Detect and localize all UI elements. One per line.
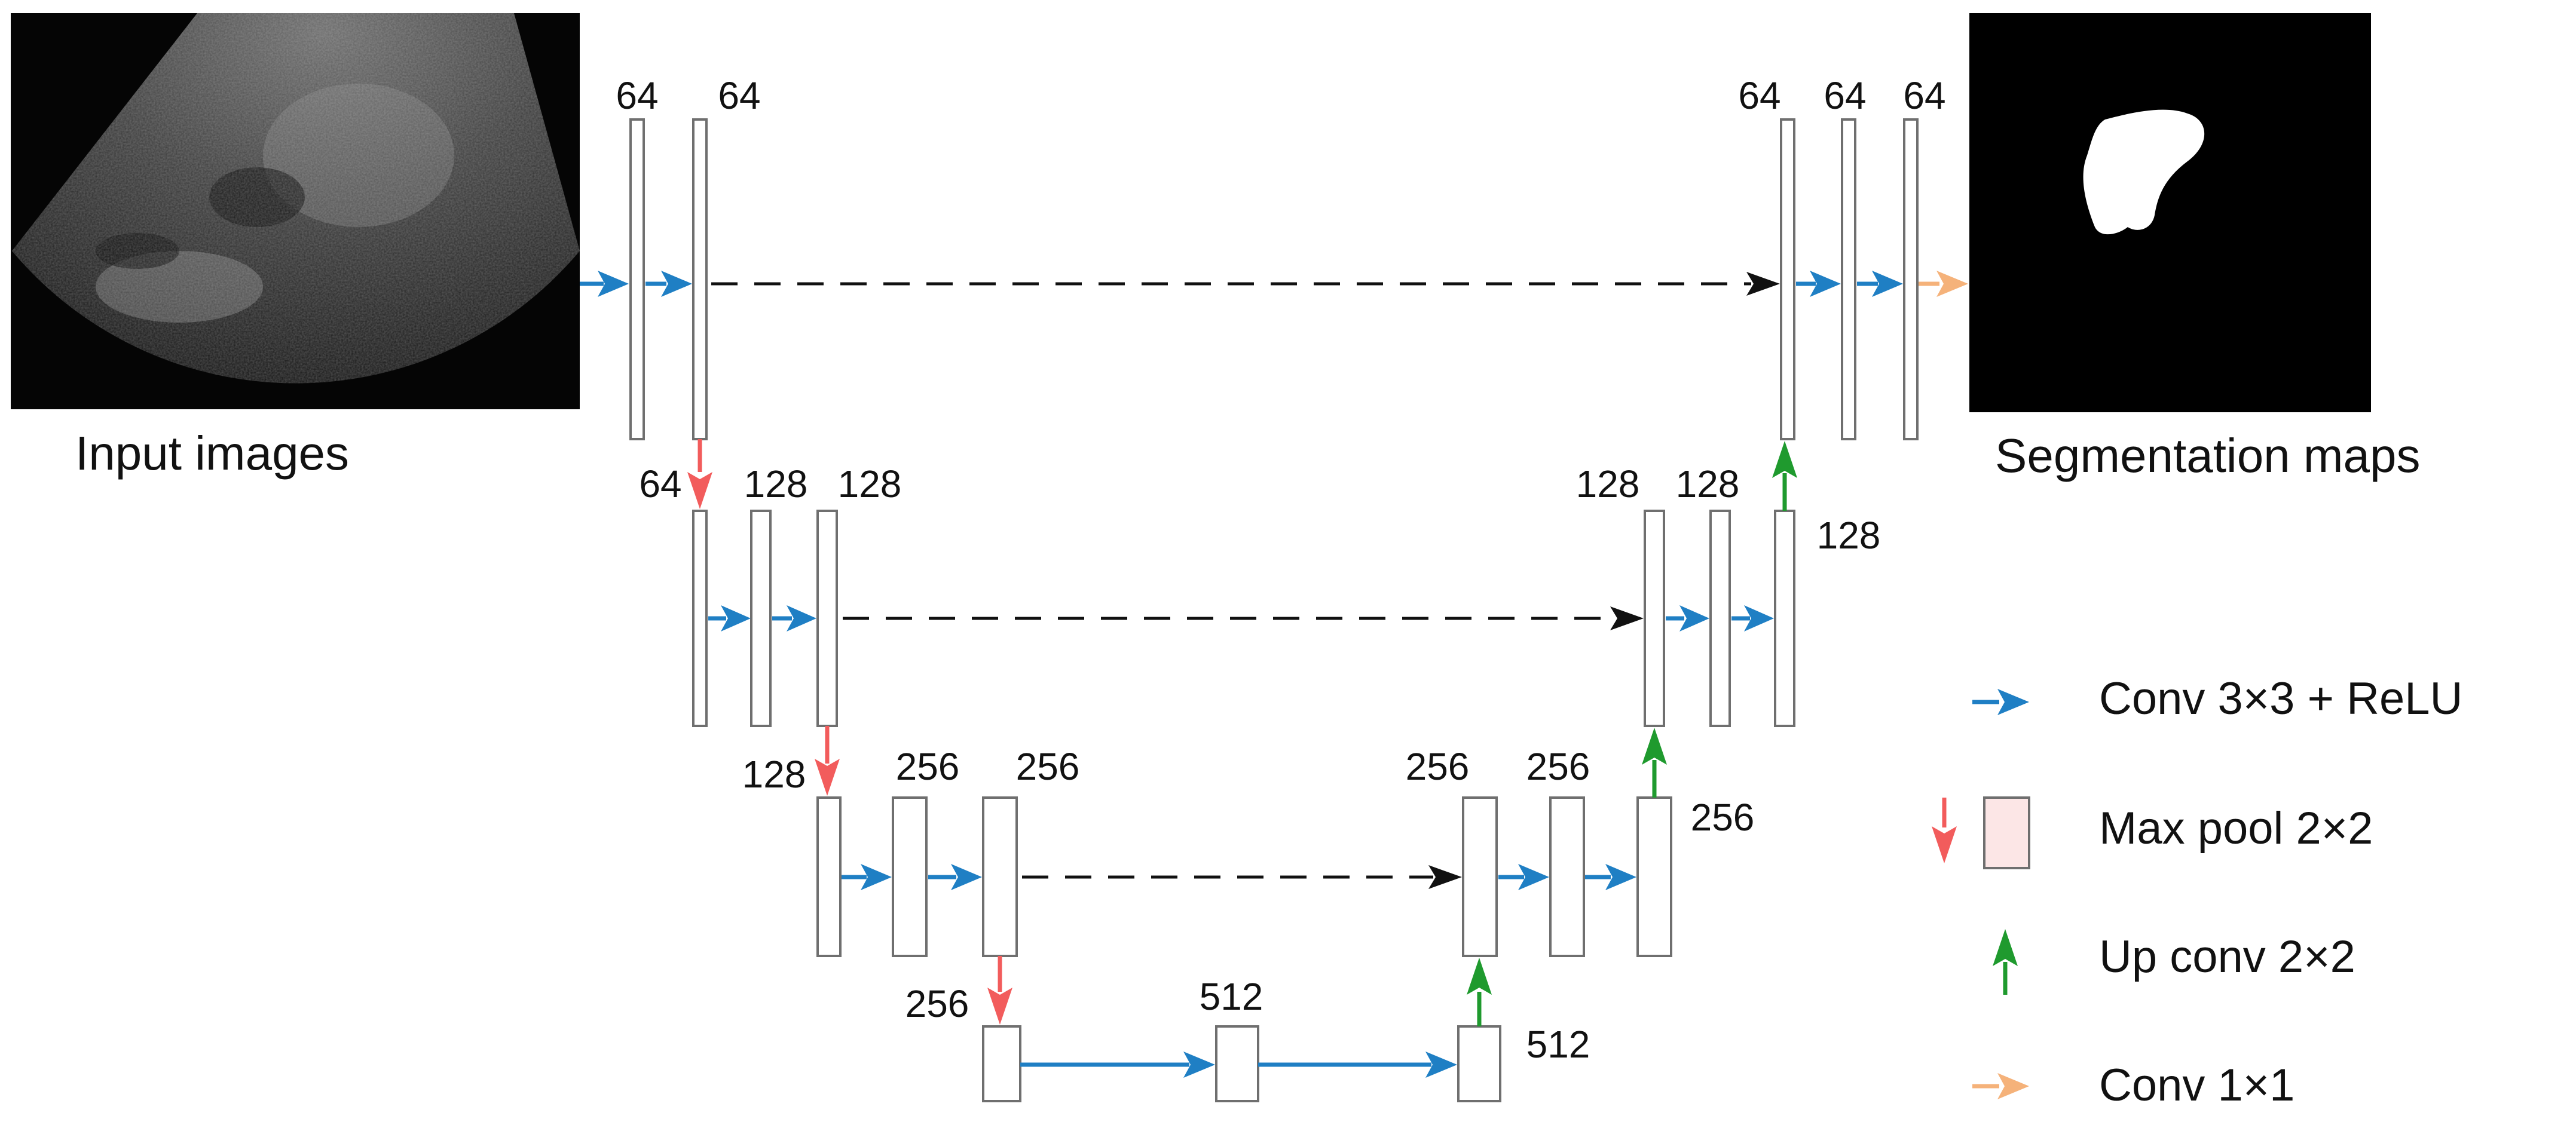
- legend-conv-label: Conv 3×3 + ReLU: [2099, 673, 2462, 724]
- feature-map-bott-in: [982, 1025, 1021, 1102]
- feature-map-enc2-a: [750, 510, 772, 727]
- legend-conv1x1-arrow-icon: [1972, 1073, 2029, 1099]
- label-dec2-b: 128: [1817, 514, 1881, 557]
- skip-arrowheads: [1428, 272, 1780, 889]
- label-enc3-a: 256: [896, 745, 960, 788]
- label-enc2-in: 64: [639, 462, 681, 505]
- legend-upconv-arrow-icon: [1993, 929, 2018, 995]
- label-enc2-b: 128: [838, 462, 902, 505]
- feature-map-dec3-a: [1549, 796, 1585, 957]
- label-enc3-in: 128: [742, 753, 806, 796]
- feature-map-dec1-b: [1903, 118, 1919, 440]
- label-enc1-a: 64: [616, 74, 658, 117]
- feature-map-dec1-a: [1841, 118, 1856, 440]
- label-dec2-in: 128: [1576, 462, 1640, 505]
- label-enc1-b: 64: [718, 74, 760, 117]
- feature-map-dec2-a: [1709, 510, 1731, 727]
- feature-map-enc3-in: [816, 796, 842, 957]
- label-dec1-b: 64: [1824, 74, 1866, 117]
- legend-conv-arrow-icon: [1972, 689, 2029, 715]
- label-dec3-in: 256: [1406, 745, 1470, 788]
- label-enc2-a: 128: [744, 462, 808, 505]
- feature-map-enc3-a: [892, 796, 928, 957]
- feature-map-dec1-in: [1780, 118, 1795, 440]
- channel-labels: 64 64 64 128 128 128 256 256 256 512 512…: [616, 74, 1945, 1066]
- legend-conv1x1-label: Conv 1×1: [2099, 1060, 2294, 1111]
- feature-map-bott-mid: [1215, 1025, 1259, 1102]
- feature-map-dec3-b: [1636, 796, 1672, 957]
- label-dec3-b: 256: [1691, 796, 1755, 839]
- upconv-arrows: [1467, 441, 1797, 1026]
- conv-arrows: [580, 271, 1903, 1078]
- output-segmentation-map: [1969, 13, 2371, 412]
- feature-map-enc1-b: [692, 118, 708, 440]
- output-caption: Segmentation maps: [1995, 429, 2421, 482]
- feature-map-dec2-in: [1644, 510, 1665, 727]
- input-image: [11, 13, 580, 409]
- label-dec1-c: 64: [1903, 74, 1945, 117]
- legend: Conv 3×3 + ReLU Max pool 2×2 Up conv 2×2…: [1932, 673, 2462, 1111]
- label-bott-in: 256: [905, 982, 969, 1025]
- feature-map-dec3-in: [1462, 796, 1498, 957]
- label-dec1-a: 64: [1738, 74, 1780, 117]
- feature-map-dec2-b: [1774, 510, 1795, 727]
- feature-map-enc1-a: [629, 118, 645, 440]
- label-dec3-a: 256: [1526, 745, 1590, 788]
- conv1x1-arrow: [1919, 271, 1968, 297]
- feature-map-enc2-in: [692, 510, 708, 727]
- input-caption: Input images: [75, 427, 349, 480]
- legend-upconv-label: Up conv 2×2: [2099, 931, 2355, 982]
- maxpool-arrows: [687, 439, 1012, 1025]
- legend-maxpool-label: Max pool 2×2: [2099, 803, 2373, 854]
- legend-maxpool-box-icon: [1983, 796, 2030, 869]
- label-enc3-b: 256: [1016, 745, 1080, 788]
- label-bott-mid: 512: [1200, 975, 1263, 1018]
- legend-maxpool-arrow-icon: [1932, 798, 1957, 863]
- feature-map-enc2-b: [816, 510, 838, 727]
- liver-mask: [2083, 109, 2205, 235]
- label-bott-out: 512: [1526, 1023, 1590, 1066]
- feature-map-enc3-b: [982, 796, 1018, 957]
- skip-connections: [711, 282, 1751, 879]
- feature-maps: [629, 118, 1919, 1102]
- feature-map-bott-out: [1457, 1025, 1501, 1102]
- label-dec2-a: 128: [1676, 462, 1740, 505]
